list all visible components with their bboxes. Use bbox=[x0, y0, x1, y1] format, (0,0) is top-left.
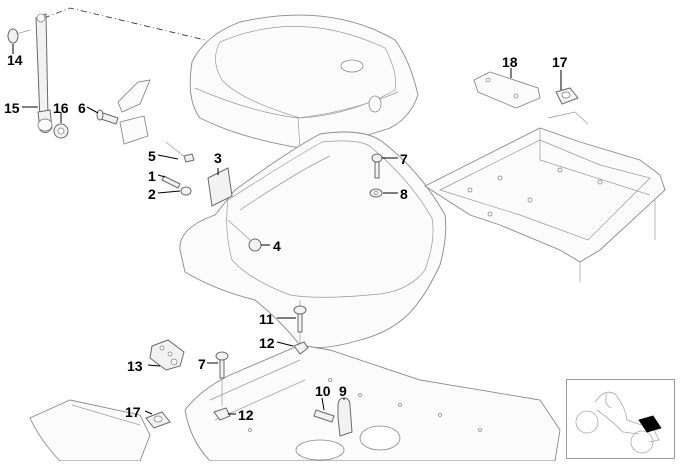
motorcycle-locator-thumbnail bbox=[566, 379, 675, 459]
latch-parts bbox=[117, 79, 151, 145]
tool-holder-part bbox=[149, 339, 185, 371]
highlighted-seat-area bbox=[638, 415, 662, 433]
clip-nut-bottom bbox=[145, 411, 171, 429]
screw-part bbox=[96, 109, 119, 125]
rivet-part bbox=[7, 28, 31, 44]
seat-tray bbox=[179, 131, 447, 349]
carrier-frame bbox=[424, 111, 666, 282]
leader-lines bbox=[12, 44, 562, 415]
callout-18: 18 bbox=[502, 54, 518, 70]
screw-grommet-bottom bbox=[213, 351, 231, 421]
callout-9: 9 bbox=[339, 383, 347, 399]
callout-12-bottom: 12 bbox=[238, 407, 254, 423]
callout-8: 8 bbox=[400, 186, 408, 202]
callout-5: 5 bbox=[148, 148, 156, 164]
bolt-part bbox=[161, 175, 192, 196]
support-strap bbox=[35, 13, 53, 134]
callout-7-top: 7 bbox=[400, 151, 408, 167]
screw-washer-top bbox=[369, 153, 383, 198]
callout-10: 10 bbox=[315, 383, 331, 399]
bolt-eyelet bbox=[313, 397, 353, 437]
callout-1: 1 bbox=[148, 168, 156, 184]
callout-14: 14 bbox=[7, 52, 23, 68]
callout-6: 6 bbox=[78, 100, 86, 116]
base-plate bbox=[184, 344, 561, 462]
screw-grommet-middle bbox=[293, 305, 309, 355]
callout-2: 2 bbox=[148, 186, 156, 202]
bushing-part bbox=[53, 123, 69, 139]
alignment-line bbox=[43, 7, 206, 41]
callout-15: 15 bbox=[4, 100, 20, 116]
callout-17-top: 17 bbox=[552, 54, 568, 70]
callout-13: 13 bbox=[127, 358, 143, 374]
callout-12-middle: 12 bbox=[259, 335, 275, 351]
motorcycle-icon bbox=[575, 391, 662, 454]
rear-fender bbox=[29, 399, 151, 462]
callout-3: 3 bbox=[214, 150, 222, 166]
callout-4: 4 bbox=[273, 238, 281, 254]
clip-nut-top bbox=[555, 87, 579, 105]
callout-16: 16 bbox=[53, 100, 69, 116]
top-cover bbox=[189, 14, 419, 149]
callout-17-bottom: 17 bbox=[125, 404, 141, 420]
plate-part bbox=[473, 71, 541, 109]
callout-7-bottom: 7 bbox=[198, 356, 206, 372]
hinge-bracket bbox=[165, 141, 233, 207]
callout-11: 11 bbox=[259, 311, 274, 327]
